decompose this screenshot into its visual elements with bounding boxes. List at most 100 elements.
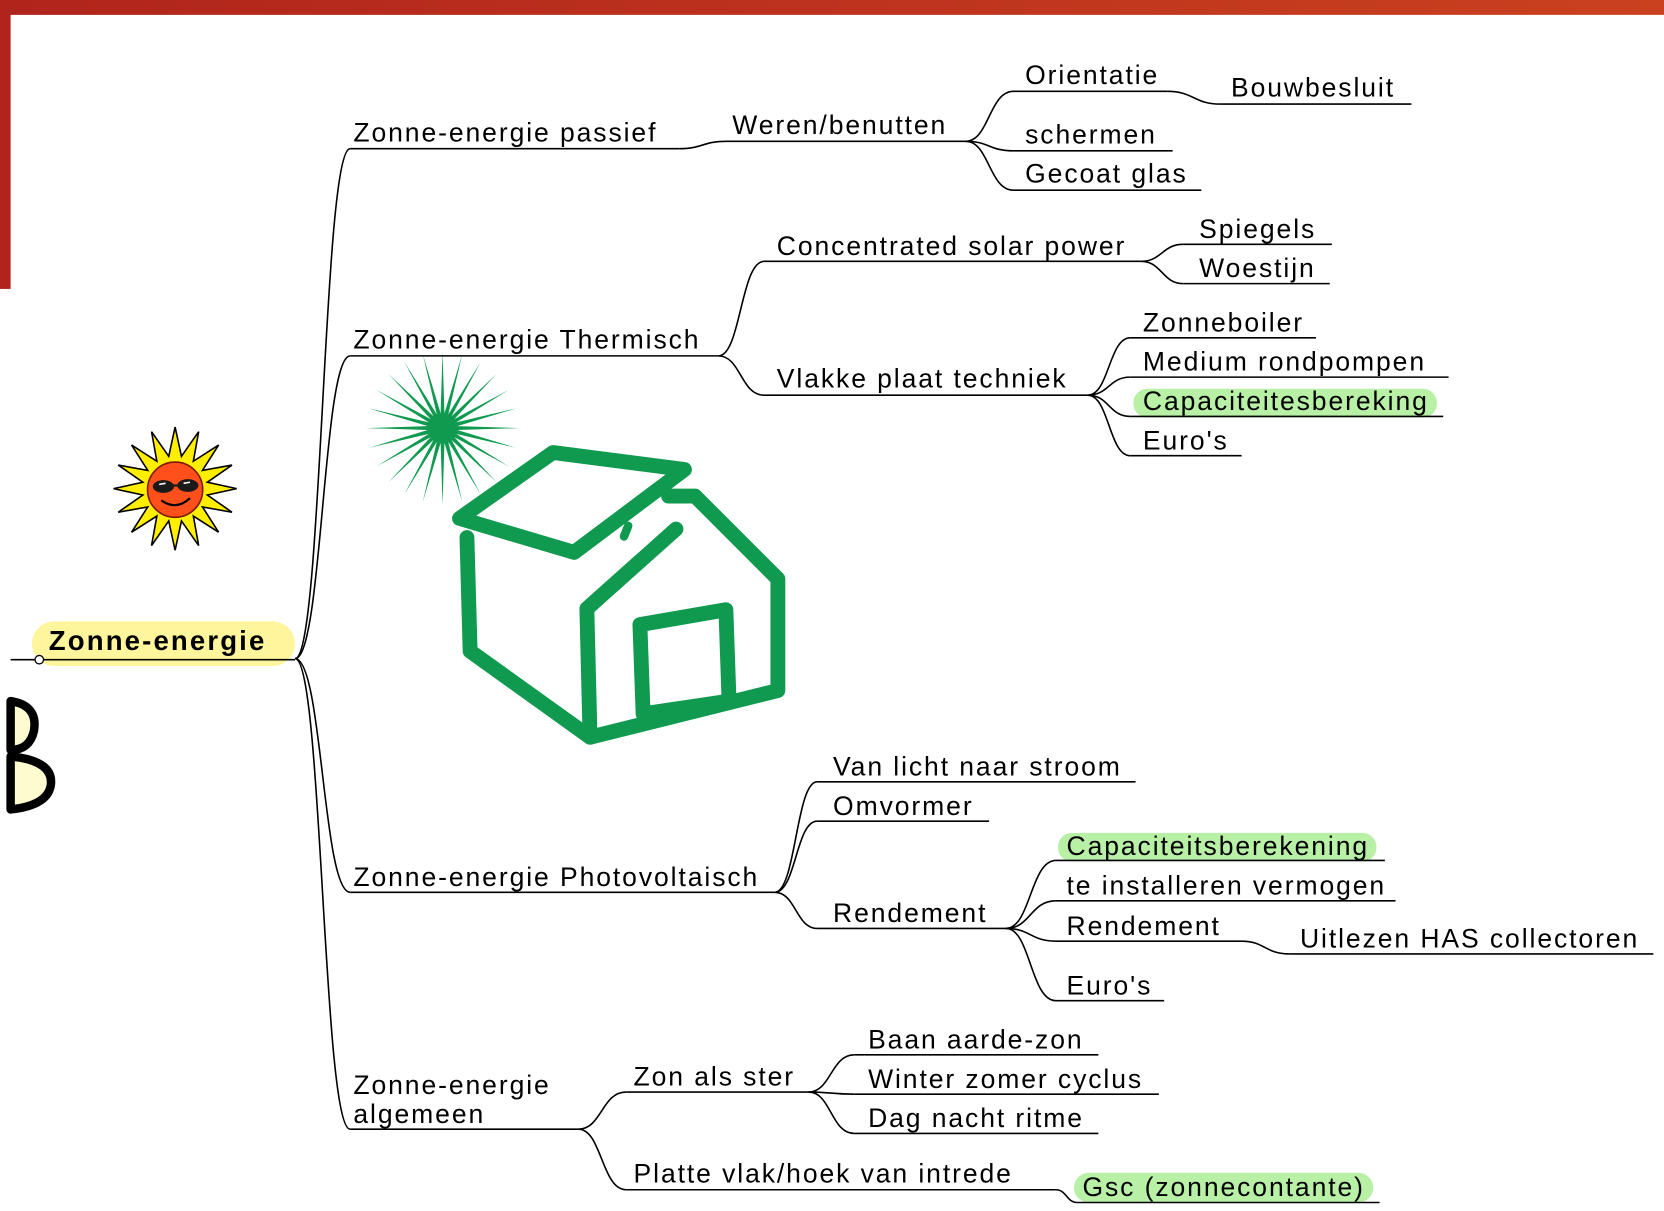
node-label: Zonne-energie Thermisch — [353, 324, 700, 354]
connector — [294, 147, 351, 660]
connector — [679, 140, 727, 150]
node-label: Gecoat glas — [1025, 159, 1188, 189]
house-back-wall — [459, 488, 786, 745]
node-orientatie: Orientatie — [1013, 60, 1168, 93]
connector — [965, 140, 1014, 191]
node-label-line-2: algemeen — [353, 1099, 485, 1129]
node-label: Zonne-energie — [49, 625, 267, 656]
sun-face — [146, 461, 204, 519]
connector — [1167, 90, 1221, 105]
node-rendement-sub: Rendement — [1055, 911, 1242, 942]
node-label: Rendement — [833, 898, 987, 928]
node-highlight — [31, 621, 296, 667]
node-label: Woestijn — [1199, 253, 1315, 283]
house-front-gable — [579, 521, 684, 745]
sunglasses-right-lens — [177, 479, 199, 492]
root-anchor-dot — [34, 654, 45, 665]
node-highlight — [1133, 388, 1437, 418]
node-zonne-energie-passief: Zonne-energie passief — [350, 117, 680, 150]
connector — [1055, 1188, 1078, 1204]
node-uitlezen-has-collectoren: Uitlezen HAS collectoren — [1289, 924, 1654, 955]
house-door — [632, 602, 737, 722]
node-label: Euro's — [1143, 425, 1229, 455]
node-zonne-energie-thermisch: Zonne-energie Thermisch — [350, 324, 719, 357]
connector — [808, 1054, 855, 1093]
node-medium-rondpompen: Medium rondpompen — [1130, 347, 1449, 378]
connector — [718, 355, 765, 396]
connector — [1087, 394, 1131, 457]
node-root: Zonne-energie — [10, 621, 296, 667]
connector — [1087, 376, 1131, 396]
node-label: Concentrated solar power — [777, 231, 1126, 261]
connector — [1005, 927, 1057, 1002]
node-label: Rendement — [1067, 911, 1221, 941]
solar-panel — [452, 445, 692, 560]
node-zonneboiler: Zonneboiler — [1130, 307, 1316, 339]
left-frame-bar — [0, 0, 11, 289]
node-spiegels: Spiegels — [1183, 214, 1332, 246]
node-capaciteitesbereking: Capaciteitesbereking — [1130, 386, 1444, 418]
node-rendement: Rendement — [817, 898, 1007, 930]
node-capaciteitsberekening: Capaciteitsberekening — [1055, 831, 1385, 862]
node-label: Euro's — [1067, 970, 1153, 1000]
node-euros-thermisch: Euro's — [1130, 425, 1242, 457]
node-label-line-1: Zonne-energie — [353, 1070, 550, 1100]
house-roof-notch — [619, 521, 633, 541]
node-label: Zonneboiler — [1143, 307, 1304, 337]
node-label: Spiegels — [1199, 214, 1316, 244]
connector — [1087, 337, 1131, 396]
node-bouwbesluit: Bouwbesluit — [1220, 73, 1412, 105]
node-label: Medium rondpompen — [1143, 347, 1426, 377]
node-schermen: schermen — [1013, 119, 1173, 152]
lens-glint — [183, 481, 191, 485]
sun-with-sunglasses-icon — [113, 426, 237, 551]
node-label: Zonne-energie Photovoltaisch — [353, 862, 759, 892]
connector — [1006, 900, 1056, 930]
node-concentrated-solar-power: Concentrated solar power — [764, 231, 1141, 263]
node-label: Omvormer — [833, 791, 974, 821]
green-starburst-icon — [366, 351, 519, 505]
node-omvormer: Omvormer — [817, 791, 990, 822]
node-te-installeren-vermogen: te installeren vermogen — [1055, 870, 1396, 902]
connector — [294, 657, 351, 1131]
left-edge-partial-shape — [6, 696, 56, 814]
node-highlight — [1073, 1172, 1374, 1203]
connector — [965, 90, 1014, 143]
connector — [294, 657, 351, 894]
node-van-licht-naar-stroom: Van licht naar stroom — [817, 751, 1136, 783]
node-label: Capaciteitsberekening — [1067, 831, 1370, 861]
connector — [718, 260, 765, 357]
node-label: Zonne-energie passief — [353, 117, 657, 147]
node-label: te installeren vermogen — [1067, 870, 1387, 900]
node-label: Dag nacht ritme — [868, 1103, 1084, 1133]
sun-smile — [160, 497, 191, 507]
connector — [294, 355, 351, 660]
connector — [808, 1091, 855, 1135]
connector — [774, 891, 818, 930]
node-woestijn: Woestijn — [1183, 253, 1330, 285]
node-label: Baan aarde-zon — [868, 1024, 1083, 1054]
connector — [1140, 260, 1184, 285]
connector — [1087, 394, 1131, 418]
connector — [1140, 243, 1184, 263]
node-zonne-energie-algemeen: Zonne-energie algemeen — [350, 1070, 579, 1131]
node-winter-zomer-cyclus: Winter zomer cyclus — [854, 1064, 1159, 1095]
connector — [1006, 927, 1056, 942]
sunglasses-left-lens — [152, 480, 175, 493]
top-frame-bar — [0, 0, 1664, 15]
node-label: Gsc (zonnecontante) — [1082, 1172, 1364, 1202]
node-label: Van licht naar stroom — [833, 751, 1122, 781]
node-label: Capaciteitesbereking — [1143, 386, 1429, 416]
connector — [1005, 859, 1057, 930]
node-highlight — [1058, 832, 1377, 862]
node-label: Uitlezen HAS collectoren — [1300, 924, 1639, 954]
node-vlakke-plaat-techniek: Vlakke plaat techniek — [764, 364, 1088, 396]
green-house-solar-panel-icon — [452, 445, 786, 745]
connectors — [294, 90, 1290, 1204]
node-euros-pv: Euro's — [1055, 970, 1165, 1002]
node-gsc-zonnecontante: Gsc (zonnecontante) — [1073, 1172, 1380, 1204]
node-weren-benutten: Weren/benutten — [726, 110, 966, 143]
node-zonne-energie-photovoltaisch: Zonne-energie Photovoltaisch — [350, 862, 775, 894]
node-label: Vlakke plaat techniek — [777, 364, 1068, 394]
